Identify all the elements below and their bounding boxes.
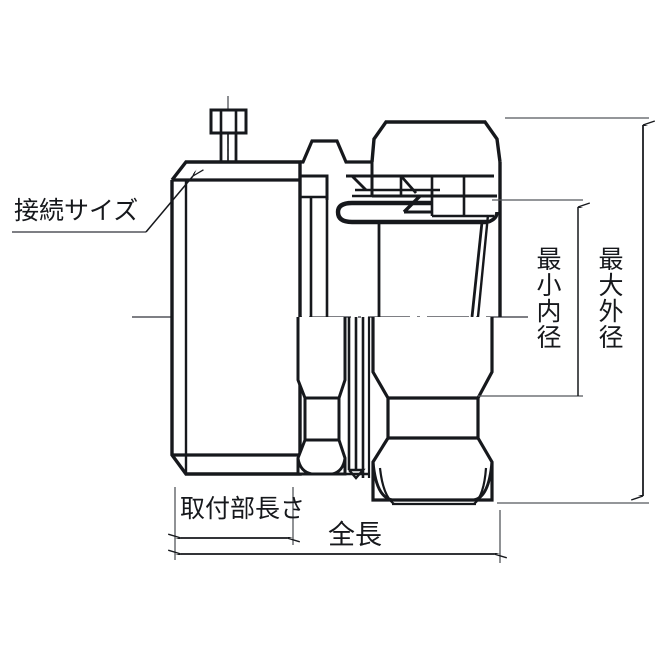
small-hex-nut (296, 317, 347, 476)
label-overall-length: 全長 (328, 520, 382, 551)
set-screw (209, 96, 248, 188)
connection-size-leader (12, 176, 193, 233)
thread-ribs (345, 317, 368, 480)
gland-internal-detail (346, 174, 497, 218)
body-barrel (170, 160, 302, 476)
label-mounting-length: 取付部長さ (180, 494, 306, 523)
label-maximum-outer-diameter: 最大外径 (595, 246, 624, 350)
seal-lip (335, 194, 499, 225)
max-outer-diameter-dimension (497, 117, 649, 504)
label-connection-size: 接続サイズ (14, 196, 139, 225)
large-hex-nut (371, 317, 494, 506)
gland-nut (370, 120, 502, 317)
label-minimum-inner-diameter: 最小内径 (533, 246, 562, 350)
mounting-length-dimension (175, 487, 293, 560)
overall-length-dimension (181, 510, 500, 563)
gland-inner-taper (377, 214, 490, 318)
min-inner-diameter-dimension (478, 199, 583, 397)
